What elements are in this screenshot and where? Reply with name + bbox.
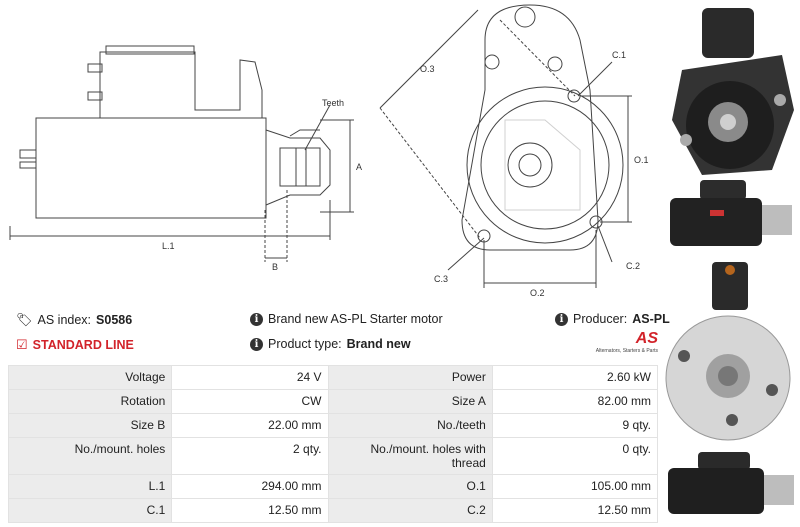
info-icon: i	[250, 312, 263, 326]
spec-value: 9 qty.	[491, 413, 659, 438]
spec-label: Rotation	[7, 389, 173, 414]
logo-mark: AS	[635, 330, 658, 347]
spec-label: No./mount. holes with thread	[327, 437, 493, 475]
photo-rear-view	[665, 262, 791, 441]
label-c3: C.3	[434, 274, 448, 284]
spec-value: 2.60 kW	[491, 365, 659, 390]
product-type-label: Product type:	[268, 337, 342, 351]
spec-label: Voltage	[7, 365, 173, 390]
technical-drawing: Teeth A B L.1 O.3 C.1 O.1 C.3 C.2 O.2	[9, 4, 649, 298]
photo-side-view	[670, 180, 792, 246]
spec-label: Size A	[327, 389, 493, 414]
label-o3: O.3	[420, 64, 435, 74]
logo-tagline: Alternators, Starters & Parts	[595, 348, 658, 354]
spec-label: No./mount. holes	[7, 437, 173, 475]
description-row: i Brand new AS-PL Starter motor	[250, 312, 443, 326]
description: Brand new AS-PL Starter motor	[268, 312, 443, 326]
spec-value: 2 qty.	[171, 437, 329, 475]
spec-value: 82.00 mm	[491, 389, 659, 414]
spec-label: L.1	[7, 474, 173, 499]
label-l1: L.1	[162, 241, 175, 251]
standard-line-label: STANDARD LINE	[32, 338, 134, 352]
motor-body-outline	[35, 117, 267, 219]
spec-value: 0 qty.	[491, 437, 659, 475]
flange-outline	[461, 4, 599, 251]
spec-value: 22.00 mm	[171, 413, 329, 438]
label-a: A	[356, 162, 362, 172]
tag-icon: 🏷	[16, 312, 33, 327]
label-c2: C.2	[626, 261, 640, 271]
product-type-row: i Product type: Brand new	[250, 337, 411, 351]
as-pl-logo: AS Alternators, Starters & Parts	[588, 331, 658, 359]
spec-label: No./teeth	[327, 413, 493, 438]
producer-row: i Producer: AS-PL	[555, 312, 670, 326]
as-index-label: AS index:	[37, 313, 92, 327]
label-o1: O.1	[634, 155, 649, 165]
spec-value: CW	[171, 389, 329, 414]
label-teeth: Teeth	[322, 98, 344, 108]
spec-value: 12.50 mm	[491, 498, 659, 523]
spec-label: Power	[327, 365, 493, 390]
photo-front-view	[672, 8, 794, 175]
product-info: 🏷 AS index: S0586 ☑ STANDARD LINE i Bran…	[0, 308, 670, 358]
info-icon: i	[555, 312, 568, 326]
product-photos	[665, 8, 794, 514]
spec-value: 24 V	[171, 365, 329, 390]
info-icon: i	[250, 337, 263, 351]
standard-line-row: ☑ STANDARD LINE	[16, 337, 134, 353]
spec-value: 294.00 mm	[171, 474, 329, 499]
spec-value: 105.00 mm	[491, 474, 659, 499]
spec-label: C.1	[7, 498, 173, 523]
spec-value: 12.50 mm	[171, 498, 329, 523]
label-b: B	[272, 262, 278, 272]
as-index-row: 🏷 AS index: S0586	[16, 312, 132, 328]
product-type-value: Brand new	[346, 337, 411, 351]
spec-label: C.2	[327, 498, 493, 523]
spec-label: Size B	[7, 413, 173, 438]
label-o2: O.2	[530, 288, 545, 298]
producer-value: AS-PL	[632, 312, 670, 326]
solenoid-outline	[99, 51, 263, 118]
spec-label: O.1	[327, 474, 493, 499]
as-index-value: S0586	[96, 313, 133, 327]
producer-label: Producer:	[573, 312, 628, 326]
check-square-icon: ☑	[16, 337, 28, 352]
label-c1: C.1	[612, 50, 626, 60]
front-housing	[466, 86, 624, 244]
photo-side-view-2	[668, 452, 794, 514]
